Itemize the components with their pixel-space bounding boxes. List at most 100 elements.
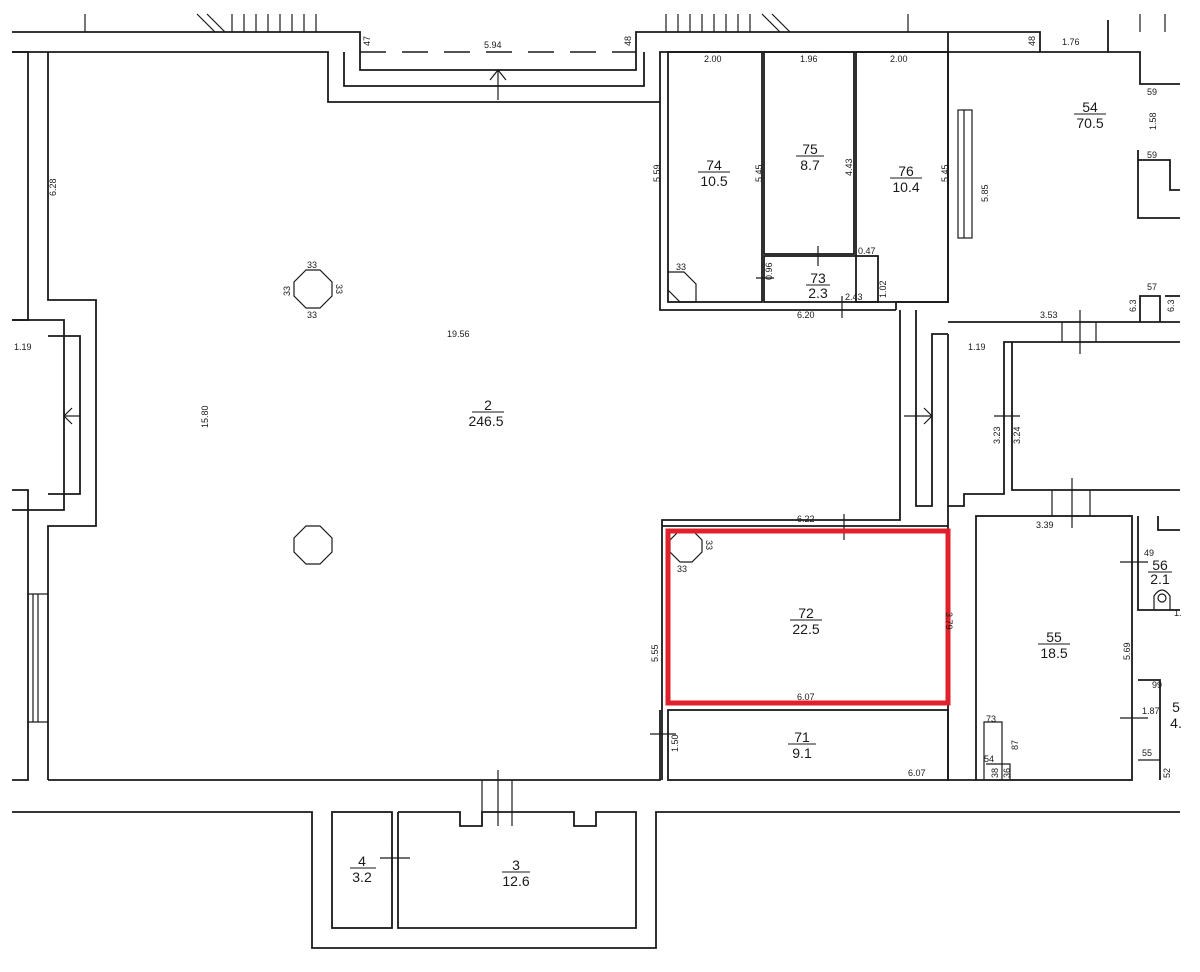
room-2-label: 2 246.5 <box>468 397 504 429</box>
dimension-label: 1.58 <box>1148 112 1158 130</box>
dimension-label: 0.96 <box>764 262 774 280</box>
svg-text:71: 71 <box>794 729 810 745</box>
dimension-label: 33 <box>334 284 344 294</box>
dimension-label: 54 <box>984 754 994 764</box>
dimension-label: 33 <box>704 540 714 550</box>
dimension-label: 33 <box>307 260 317 270</box>
room-72-label: 72 22.5 <box>790 605 822 637</box>
svg-text:2.1: 2.1 <box>1150 571 1170 587</box>
dimension-label: 6.3 <box>1128 299 1138 312</box>
svg-text:75: 75 <box>802 141 818 157</box>
svg-text:18.5: 18.5 <box>1040 645 1067 661</box>
dimension-label: 5.85 <box>980 184 990 202</box>
dimension-label: 55 <box>1142 748 1152 758</box>
dimension-label: 2.43 <box>845 292 863 302</box>
dimension-label: 59 <box>1147 87 1157 97</box>
dimension-label: 33 <box>307 310 317 320</box>
svg-text:56: 56 <box>1152 557 1168 573</box>
svg-text:22.5: 22.5 <box>792 621 819 637</box>
dimension-label: 3.79 <box>944 612 954 630</box>
dimension-label: 5.45 <box>754 164 764 182</box>
room-56-label: 56 2.1 <box>1148 557 1172 587</box>
highlight-room-72 <box>665 528 951 706</box>
dimension-label: 2.00 <box>890 54 908 64</box>
room-76-label: 76 10.4 <box>890 163 922 195</box>
dimension-label: 1.19 <box>968 342 986 352</box>
dimension-label: 3.53 <box>1040 310 1058 320</box>
svg-text:2: 2 <box>484 397 492 413</box>
dimension-label: 6.28 <box>48 178 58 196</box>
svg-text:10.4: 10.4 <box>892 179 919 195</box>
dimension-label: 59 <box>1147 150 1157 160</box>
svg-text:3: 3 <box>512 857 520 873</box>
dimension-label: 3.23 <box>992 426 1002 444</box>
room-labels: 2 246.5 3 12.6 4 3.2 54 70.5 55 18.5 56 … <box>350 99 1182 889</box>
svg-text:76: 76 <box>898 163 914 179</box>
dimension-label: 15.80 <box>200 405 210 428</box>
dimension-label: 3.24 <box>1012 426 1022 444</box>
svg-text:9.1: 9.1 <box>792 745 812 761</box>
dimension-label: 52 <box>1162 768 1172 778</box>
svg-text:8.7: 8.7 <box>800 157 820 173</box>
dimension-label: 3.39 <box>1036 520 1054 530</box>
dimension-labels: 47 5.94 48 48 1.76 2.00 1.96 2.00 59 1.5… <box>14 36 1182 778</box>
svg-text:4.: 4. <box>1170 715 1182 731</box>
room-75-label: 75 8.7 <box>796 141 824 173</box>
svg-text:73: 73 <box>810 270 826 286</box>
dimension-label: 99 <box>1152 680 1162 690</box>
room-3-label: 3 12.6 <box>502 857 530 889</box>
dimension-label: 19.56 <box>447 329 470 339</box>
dimension-label: 33 <box>677 564 687 574</box>
dimension-label: 6.07 <box>797 692 815 702</box>
dimension-label: 1.76 <box>1062 37 1080 47</box>
dimension-label: 6.3 <box>1166 299 1176 312</box>
svg-text:10.5: 10.5 <box>700 173 727 189</box>
room-4-label: 4 3.2 <box>350 853 376 885</box>
dimension-label: 4.43 <box>844 158 854 176</box>
dimension-label: 1.87 <box>1142 706 1160 716</box>
dimension-label: 1. <box>1174 608 1182 618</box>
dimension-label: 5.94 <box>484 40 502 50</box>
dimension-label: 6.20 <box>797 310 815 320</box>
dimension-label: 5.45 <box>940 164 950 182</box>
dimension-label: 5.55 <box>650 644 660 662</box>
dimension-label: 48 <box>1027 36 1037 46</box>
dimension-label: 73 <box>986 714 996 724</box>
dimension-label: 2.00 <box>704 54 722 64</box>
dimension-label: 33 <box>282 286 292 296</box>
dimension-label: 0.47 <box>858 246 876 256</box>
dimension-label: 33 <box>676 262 686 272</box>
svg-text:55: 55 <box>1046 629 1062 645</box>
svg-text:2.3: 2.3 <box>808 285 828 301</box>
room-5-label: 5 4. <box>1170 699 1182 731</box>
dimension-label: 1.02 <box>878 280 888 298</box>
dimension-label: 47 <box>362 36 372 46</box>
dimension-label: 1.96 <box>800 54 818 64</box>
svg-text:12.6: 12.6 <box>502 873 529 889</box>
dimension-label: 49 <box>1144 548 1154 558</box>
dimension-label: 1.50 <box>670 734 680 752</box>
room-73-label: 73 2.3 <box>806 270 830 301</box>
dimension-label: 5.59 <box>652 164 662 182</box>
svg-text:3.2: 3.2 <box>352 869 372 885</box>
dimension-label: 38 <box>990 768 1000 778</box>
dimension-label: 48 <box>623 36 633 46</box>
dimension-label: 57 <box>1147 282 1157 292</box>
svg-text:5: 5 <box>1172 699 1180 715</box>
dimension-label: 6.07 <box>908 768 926 778</box>
svg-text:74: 74 <box>706 157 722 173</box>
svg-text:72: 72 <box>798 605 814 621</box>
room-74-label: 74 10.5 <box>698 157 730 189</box>
dimension-label: 1.19 <box>14 342 32 352</box>
svg-text:54: 54 <box>1082 99 1098 115</box>
pillar-dimension-labels: 33 33 33 33 33 33 <box>282 260 714 574</box>
dimension-label: 36 <box>1002 768 1012 778</box>
walls <box>12 13 1180 949</box>
room-54-label: 54 70.5 <box>1074 99 1106 131</box>
room-55-label: 55 18.5 <box>1038 629 1070 661</box>
dimension-label: 87 <box>1010 740 1020 750</box>
dimension-label: 5.69 <box>1122 642 1132 660</box>
dimension-label: 6.22 <box>797 514 815 524</box>
svg-text:4: 4 <box>358 853 366 869</box>
